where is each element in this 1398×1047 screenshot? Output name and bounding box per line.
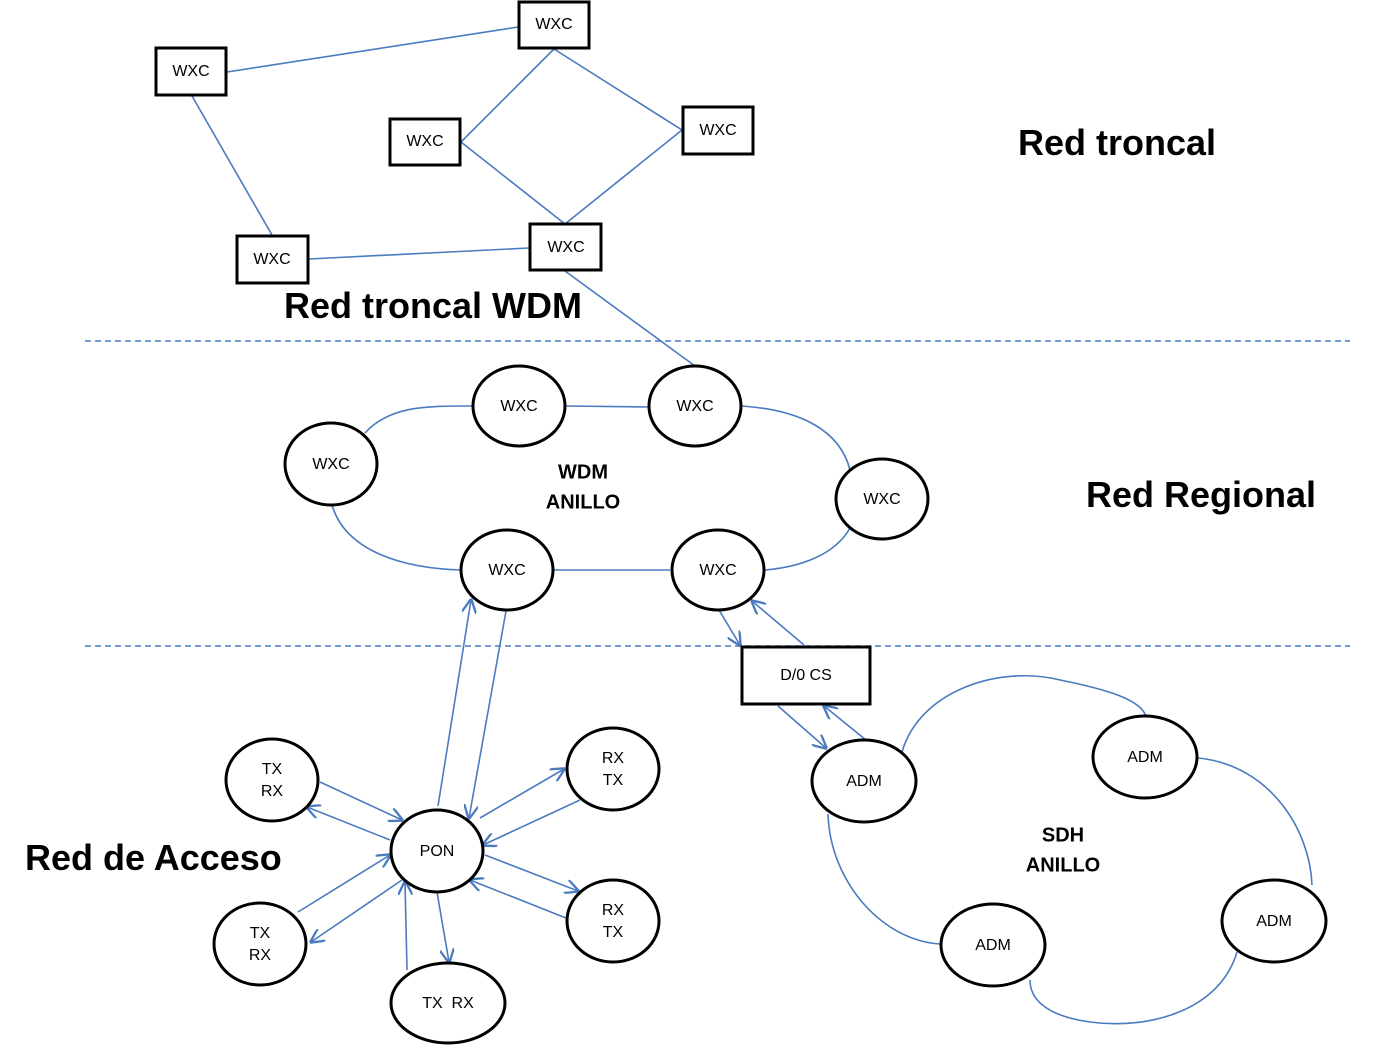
node-label: WXC [535,16,572,33]
wdm-ring-node: WXC [670,528,766,612]
dcs-node: D/0 CS [740,645,872,706]
wdm-ring-node: WXC [459,528,555,612]
pon-links [297,769,580,971]
node-label: WXC [312,456,349,473]
node-label: ADM [975,937,1011,954]
node-label: WXC [676,398,713,415]
section-title-backbone-wdm: Red troncal WDM [284,285,582,326]
backbone-node: WXC [681,105,755,156]
backbone-links [191,26,696,367]
node-label: PON [420,843,455,860]
node-label: RX [249,947,272,964]
node-label: WXC [500,398,537,415]
backbone-node: WXC [388,117,462,167]
wdm-ring-node: WXC [647,364,743,448]
node-label: WXC [863,491,900,508]
backbone-node: WXC [517,0,591,50]
section-title-access: Red de Acceso [25,837,282,878]
adm-node: ADM [939,902,1047,988]
node-label: TX [603,924,624,941]
node-label: WXC [699,122,736,139]
pon-node: PON [389,808,485,894]
terminal-node: RX TX [565,726,661,812]
backbone-node: WXC [235,234,310,285]
terminal-node: TX RX [212,901,308,987]
node-label: WXC [547,239,584,256]
node-label: WXC [488,562,525,579]
backbone-node: WXC [528,222,603,272]
wdm-ring-node: WXC [471,364,567,448]
uplink-arrows [437,600,867,818]
node-label: RX [261,783,284,800]
terminal-node: TX RX [224,737,320,823]
node-label: TX [262,761,283,778]
terminal-node: TX RX [389,961,507,1045]
node-label: RX [602,902,625,919]
wdm-ring-label: WDM [558,461,608,483]
node-label: D/0 CS [780,667,832,684]
wdm-ring-node: WXC [834,457,930,541]
node-label: ADM [1127,749,1163,766]
section-title-regional: Red Regional [1086,474,1316,515]
node-label: ADM [1256,913,1292,930]
backbone-node: WXC [154,46,228,97]
node-label: TX [603,772,624,789]
wdm-ring-links [331,405,851,571]
node-label: RX [602,750,625,767]
sdh-ring-links [827,674,1313,1025]
node-label: WXC [253,251,290,268]
wdm-ring-node: WXC [283,421,379,507]
adm-node: ADM [810,738,918,824]
node-label: TX [250,925,271,942]
node-label: WXC [406,133,443,150]
sdh-ring-label: SDH [1042,824,1084,846]
sdh-ring-label: ANILLO [1026,854,1100,876]
node-label: WXC [699,562,736,579]
adm-node: ADM [1091,714,1199,800]
section-title-backbone: Red troncal [1018,122,1216,163]
node-label: WXC [172,63,209,80]
adm-node: ADM [1220,878,1328,964]
node-label: ADM [846,773,882,790]
node-label: TX RX [422,995,474,1012]
wdm-ring-label: ANILLO [546,491,620,513]
terminal-node: RX TX [565,878,661,964]
